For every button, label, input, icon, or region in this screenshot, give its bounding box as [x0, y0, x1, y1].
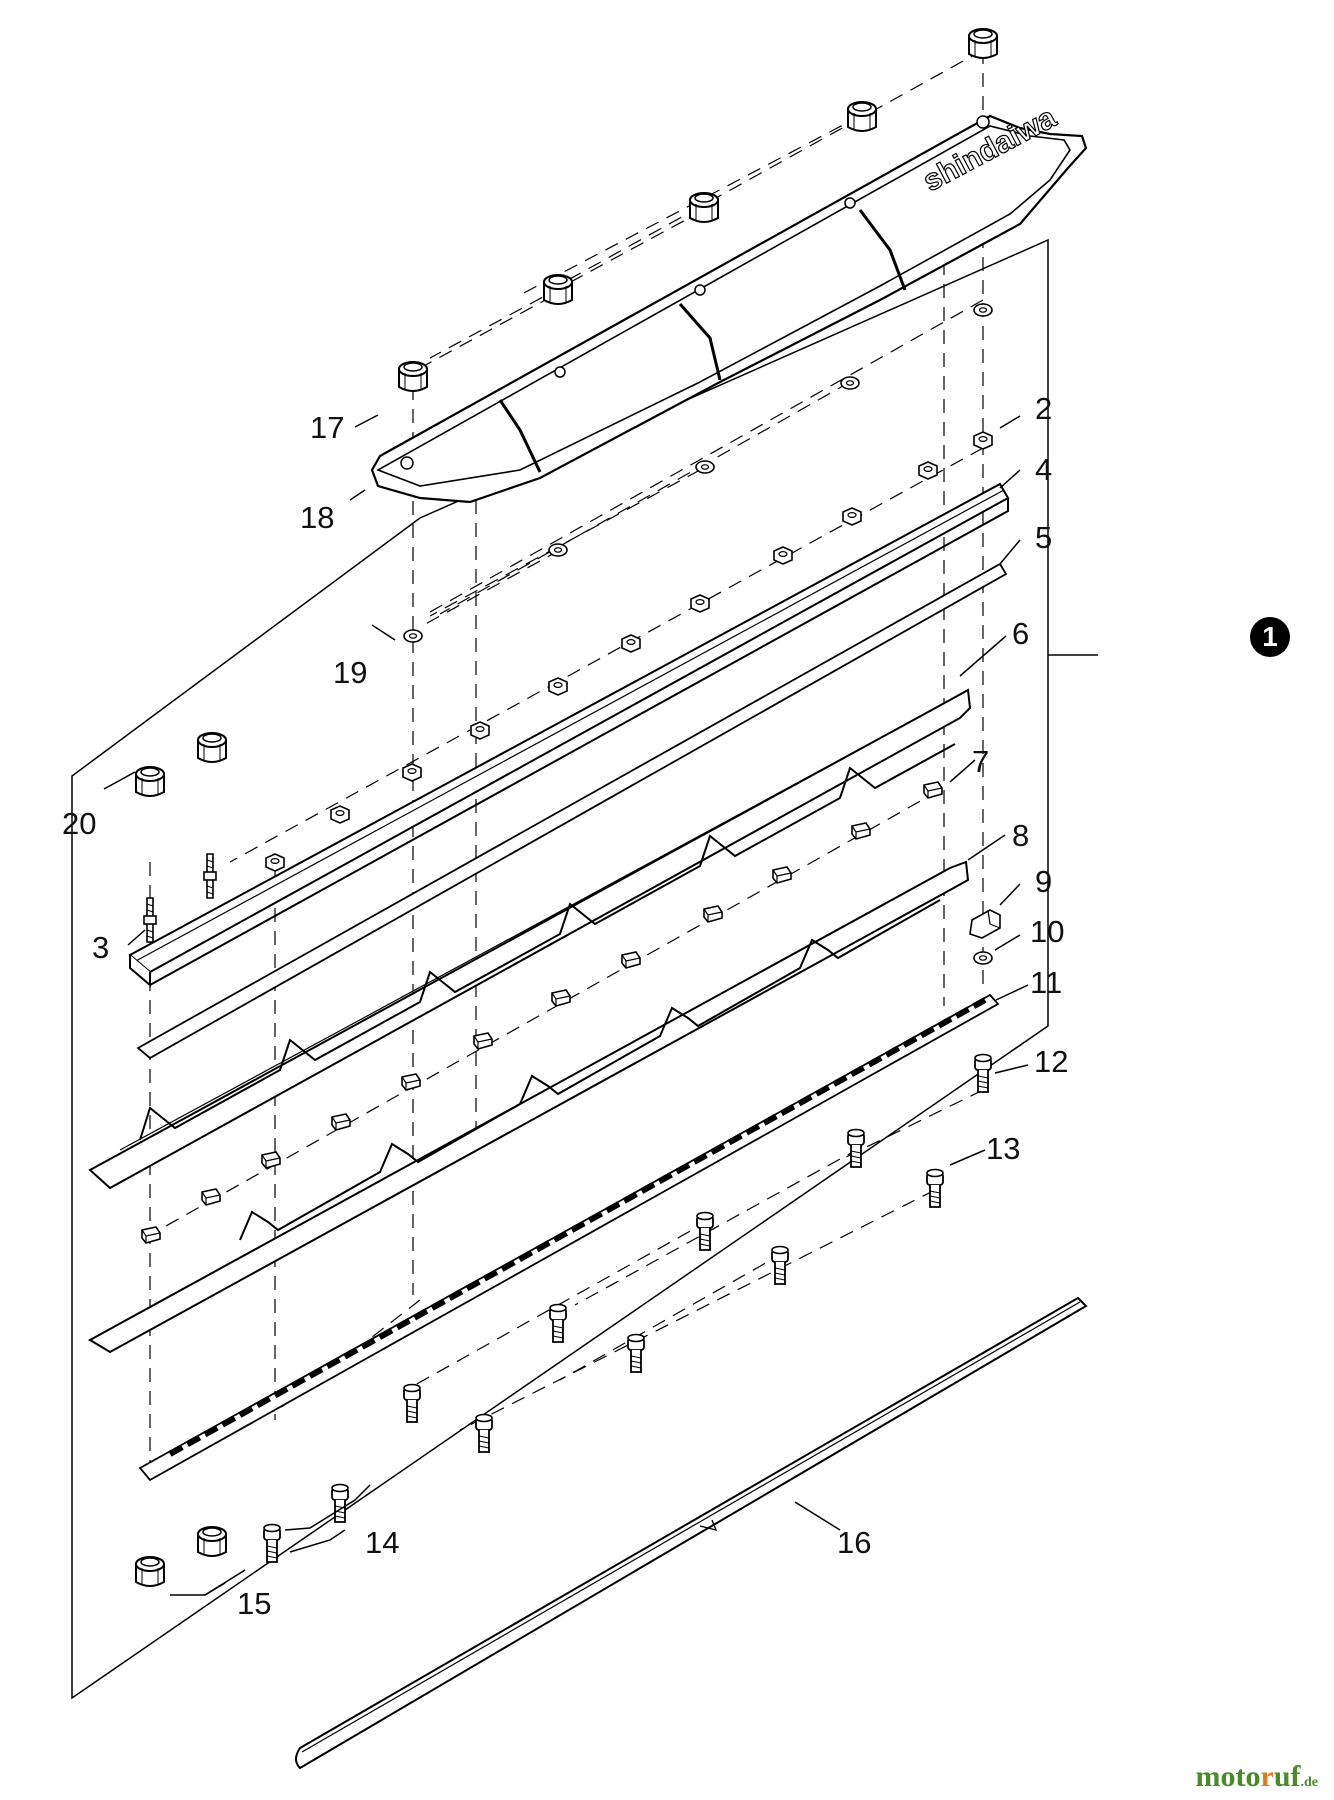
part-label-3: 3 — [92, 930, 110, 965]
part-label-10: 10 — [1030, 914, 1065, 949]
lower-blade-part-8 — [87, 860, 970, 1354]
part-label-6: 6 — [1012, 616, 1030, 651]
part-label-5: 5 — [1035, 520, 1053, 555]
channel-bar-part-4 — [128, 482, 1010, 988]
part-label-16: 16 — [837, 1525, 872, 1560]
part-label-9: 9 — [1035, 864, 1053, 899]
alignment-lines — [149, 49, 984, 1480]
part-label-12: 12 — [1034, 1044, 1069, 1079]
part-label-13: 13 — [986, 1131, 1021, 1166]
thin-plate-part-5 — [136, 562, 1008, 1060]
slotted-strip-part-11 — [138, 993, 1000, 1482]
washer-part-10 — [973, 951, 993, 965]
blade-guard-part-16 — [295, 1296, 1088, 1770]
part-label-17: 17 — [310, 410, 345, 445]
flange-nuts-20 — [135, 732, 227, 797]
part-label-15: 15 — [237, 1586, 272, 1621]
part-label-19: 19 — [333, 655, 368, 690]
small-nuts-2 — [265, 431, 993, 872]
clip-part-9 — [969, 909, 1001, 939]
part-label-8: 8 — [1012, 818, 1030, 853]
part-label-11: 11 — [1030, 965, 1063, 1000]
spacers-7 — [141, 781, 943, 1244]
part-label-7: 7 — [972, 744, 990, 779]
part-label-20: 20 — [62, 806, 97, 841]
part-label-18: 18 — [300, 500, 335, 535]
leader-lines — [103, 414, 1029, 1596]
part-label-14: 14 — [365, 1525, 400, 1560]
bolts-12-13-14 — [263, 1053, 992, 1563]
flange-nuts-15 — [135, 1526, 227, 1587]
upper-blade-part-6 — [88, 688, 972, 1190]
watermark-logo: motoruf.de — [1195, 1760, 1319, 1793]
part-label-2: 2 — [1035, 391, 1053, 426]
assembly-badge-1: 1 — [1250, 617, 1290, 657]
part-label-4: 4 — [1035, 452, 1053, 487]
